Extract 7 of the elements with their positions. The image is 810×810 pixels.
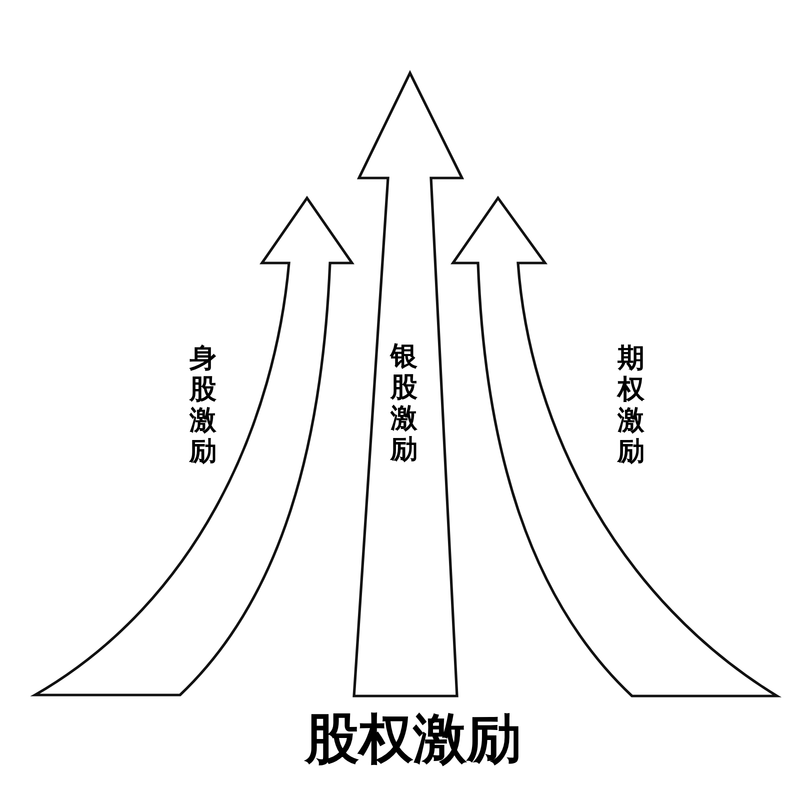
- arrow-shape: [450, 195, 780, 699]
- arrow-shape: [352, 70, 465, 698]
- arrow-label: 身股激励: [188, 343, 218, 467]
- arrow-label: 期权激励: [616, 343, 646, 467]
- diagram-title: 股权激励: [303, 708, 522, 770]
- arrow-label: 银股激励: [389, 341, 418, 465]
- arrow-shape: [32, 195, 356, 699]
